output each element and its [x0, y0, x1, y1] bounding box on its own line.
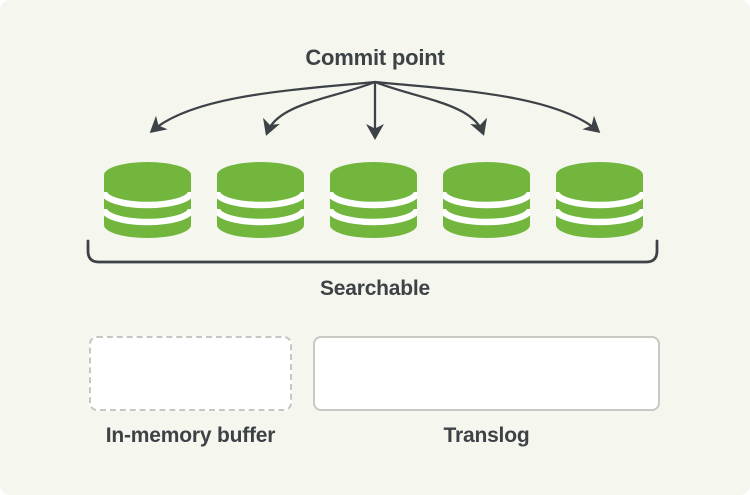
database-cylinder-icon	[556, 162, 643, 238]
segments-svg-group	[104, 162, 643, 238]
database-cylinder-icon	[104, 162, 191, 238]
database-cylinder-icon	[217, 162, 304, 238]
commit-point-arrows	[149, 80, 601, 140]
searchable-label: Searchable	[319, 277, 431, 300]
searchable-bracket	[86, 239, 659, 264]
database-cylinder-icon	[330, 162, 417, 238]
translog-box	[313, 336, 660, 411]
arrow-to-segment-2	[263, 80, 377, 136]
arrow-to-segment-4	[373, 80, 487, 136]
arrow-to-segment-1	[149, 80, 377, 133]
translog-label: Translog	[443, 424, 530, 447]
in-memory-buffer-label: In-memory buffer	[105, 424, 276, 447]
database-cylinder-icon	[443, 162, 530, 238]
arrow-to-segment-5	[373, 80, 601, 133]
commit-point-label: Commit point	[305, 45, 445, 70]
in-memory-buffer-box	[89, 336, 292, 411]
